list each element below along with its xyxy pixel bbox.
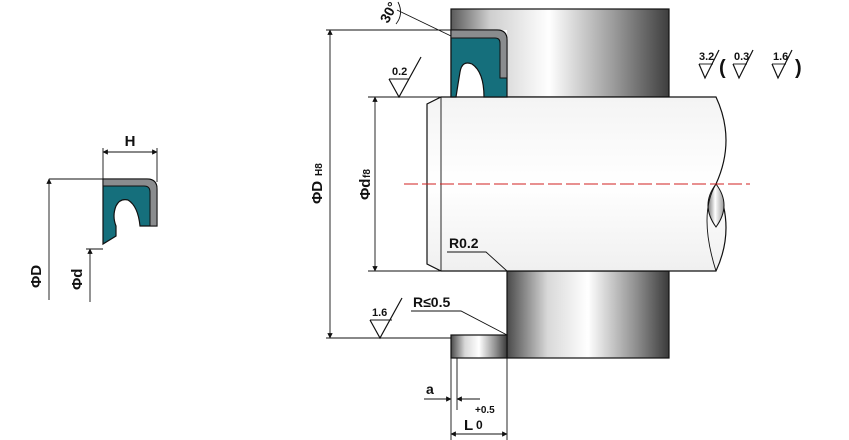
dim-bore-label: ΦD: [309, 181, 326, 204]
assembly-seal-ring: [450, 29, 508, 79]
roughness-legend-paren-open: (: [719, 57, 726, 79]
r02-leader: [447, 251, 508, 272]
dim-rod-tolerance: f8: [362, 169, 373, 178]
roughness-symbol-bottom: 1.6: [369, 297, 403, 340]
dim-id-label: Φd: [69, 269, 86, 290]
dim-l-upper-tol: +0.5: [475, 405, 495, 416]
dim-rod-label: Φd: [357, 179, 374, 200]
angle-arc: [395, 1, 401, 25]
dim-a-label: a: [426, 381, 434, 397]
dim-od-label: ΦD: [28, 265, 45, 288]
dim-l-lower-tol: 0: [476, 418, 483, 432]
roughness-legend-value-3: 1.6: [773, 51, 788, 63]
roughness-legend-paren-close: ): [795, 57, 802, 79]
dim-h-label: H: [125, 133, 136, 150]
housing-lower-step: [450, 334, 508, 359]
roughness-legend-symbol-2: 0.3: [732, 49, 754, 80]
roughness-legend-value-2: 0.3: [734, 51, 749, 63]
small-seal-section: H ΦD Φd: [28, 133, 158, 302]
assembly-section: ΦD H8 Φd f8 30° 0.2 1.6 R0.2 R≤0.5: [309, 0, 750, 440]
dim-l-label: L: [464, 417, 473, 434]
roughness-legend-value-1: 3.2: [699, 51, 714, 63]
roughness-bottom-value: 1.6: [372, 307, 387, 319]
angle-leader: [396, 9, 452, 37]
roughness-symbol-bore: 0.2: [388, 56, 422, 99]
roughness-legend-symbol-3: 1.6: [771, 49, 793, 80]
roughness-legend-symbol-1: 3.2: [698, 49, 720, 80]
radius-groove-label: R≤0.5: [413, 294, 450, 310]
radius-shaft-label: R0.2: [449, 235, 479, 251]
roughness-legend: 3.2 ( 0.3 1.6 ): [698, 49, 802, 80]
shaft-break-lens: [707, 183, 725, 228]
dim-bore-tolerance: H8: [314, 163, 325, 176]
roughness-bore-value: 0.2: [392, 66, 407, 78]
housing-lower: [506, 270, 670, 359]
small-seal-ring: [102, 178, 158, 227]
r05-leader: [411, 310, 508, 336]
angle-label: 30°: [377, 0, 401, 25]
